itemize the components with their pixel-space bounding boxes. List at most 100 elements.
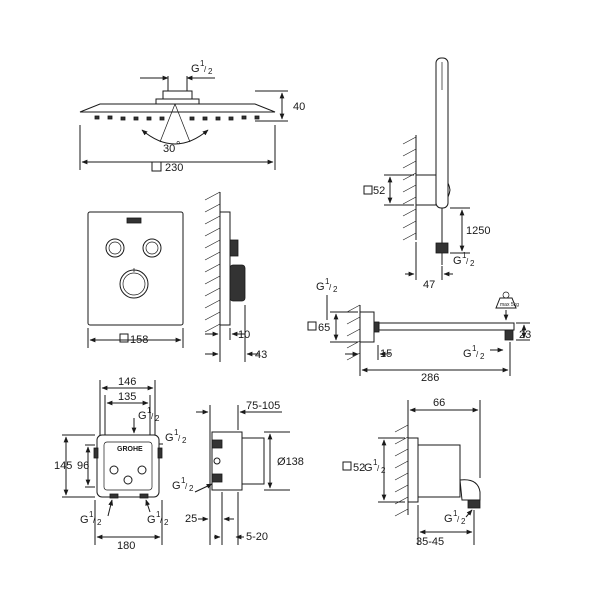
box-height-outer-label: 145 — [54, 460, 72, 472]
svg-text:2: 2 — [182, 436, 187, 445]
svg-text:G: G — [138, 410, 147, 422]
arm-end-connector — [504, 329, 514, 341]
svg-text:1: 1 — [325, 277, 330, 286]
square-dimension-icon — [119, 333, 129, 343]
temperature-knob — [119, 269, 149, 299]
svg-text:1: 1 — [174, 428, 179, 437]
svg-text:2: 2 — [470, 259, 475, 268]
thread-label-arm-top: G 1 / 2 — [316, 277, 338, 294]
rain-diameter-label: 230 — [165, 162, 183, 174]
total-depth-label: 43 — [255, 349, 267, 361]
svg-text:G: G — [172, 480, 181, 492]
svg-text:/: / — [178, 434, 181, 443]
side-button — [229, 239, 239, 257]
outlet-flange — [407, 437, 419, 503]
weight-load-label: max 5kg — [500, 302, 519, 308]
svg-text:2: 2 — [164, 518, 169, 527]
svg-text:1: 1 — [453, 509, 458, 518]
box-width-total-label: 180 — [117, 540, 135, 552]
tilt-arc: 30 ° — [141, 103, 209, 155]
depth-range-label: 75-105 — [246, 400, 280, 412]
box-width-outer-label: 146 — [118, 376, 136, 388]
svg-text:G: G — [147, 514, 156, 526]
box-brand-label: GROHE — [117, 446, 143, 453]
svg-text:2: 2 — [381, 466, 386, 475]
svg-text:/: / — [204, 65, 207, 74]
hose-connector — [435, 242, 449, 254]
svg-text:2: 2 — [461, 517, 466, 526]
face-depth-label: 10 — [238, 329, 250, 341]
panel-width-label: 158 — [130, 334, 148, 346]
svg-text:1: 1 — [462, 251, 467, 260]
rough-in-box — [96, 434, 160, 498]
arm-wall-depth-label: 15 — [380, 348, 392, 360]
svg-text:2: 2 — [97, 518, 102, 527]
svg-text:/: / — [476, 350, 479, 359]
svg-text:G: G — [453, 255, 462, 267]
svg-text:2: 2 — [155, 414, 160, 423]
svg-text:2: 2 — [208, 67, 213, 76]
wall-hatch — [346, 304, 361, 361]
svg-text:1: 1 — [147, 406, 152, 415]
thread-label-hose: G 1 / 2 — [453, 251, 475, 268]
arm-wall-flange — [359, 311, 375, 343]
arm-tube — [378, 322, 515, 331]
thread-label-arm-end: G 1 / 2 — [463, 344, 485, 361]
svg-text:/: / — [329, 283, 332, 292]
holder-offset-label: 47 — [423, 279, 435, 291]
svg-text:/: / — [377, 464, 380, 473]
svg-text:2: 2 — [333, 285, 338, 294]
outlet-body — [417, 444, 461, 498]
degree-symbol: ° — [176, 140, 180, 152]
weight-icon: max 5kg — [495, 291, 519, 309]
svg-text:/: / — [457, 515, 460, 524]
thread-label-box-bottom-right: G 1 / 2 — [147, 510, 169, 527]
svg-text:G: G — [316, 281, 325, 293]
square-dimension-icon — [307, 321, 317, 331]
thread-label-outlet-side: G 1 / 2 — [364, 458, 386, 475]
thread-label-box-top: G 1 / 2 — [138, 406, 160, 423]
wall-hatch — [204, 191, 221, 338]
svg-text:G: G — [165, 432, 174, 444]
rain-shower-view: G 1 / 2 40 3 — [79, 59, 305, 174]
outlet-square-label: 52 — [353, 462, 365, 474]
shower-ball-joint — [155, 98, 200, 105]
rough-in-side-view: 75-105 Ø138 G 1 / 2 25 5-20 — [172, 400, 304, 545]
svg-text:/: / — [151, 412, 154, 421]
rain-nozzles — [94, 115, 260, 121]
side-depth-label: 25 — [185, 513, 197, 525]
svg-text:1: 1 — [373, 458, 378, 467]
box-width-inner-label: 135 — [118, 391, 136, 403]
wall-outlet-view: 66 52 G 1 / 2 G 1 / 2 35-45 — [342, 397, 481, 548]
svg-text:/: / — [466, 257, 469, 266]
arm-drop-label: 23 — [519, 329, 531, 341]
svg-text:2: 2 — [189, 484, 194, 493]
svg-text:2: 2 — [480, 352, 485, 361]
thread-label-rain: G 1 / 2 — [191, 59, 213, 76]
holder-square-label: 52 — [373, 185, 385, 197]
shower-arm-view: 65 G 1 / 2 15 G 1 / 2 286 max 5kg — [307, 277, 531, 384]
svg-text:1: 1 — [156, 510, 161, 519]
outlet-range-label: 35-45 — [416, 536, 444, 548]
side-knob — [229, 264, 246, 302]
square-dimension-icon — [363, 185, 373, 195]
svg-text:1: 1 — [200, 59, 205, 68]
svg-text:G: G — [80, 514, 89, 526]
brand-logo-mark — [126, 217, 142, 224]
wall-hatch — [402, 135, 417, 241]
svg-text:1: 1 — [89, 510, 94, 519]
svg-text:1: 1 — [472, 344, 477, 353]
outlet-projection-label: 66 — [433, 397, 445, 409]
svg-text:/: / — [185, 482, 188, 491]
svg-text:G: G — [191, 63, 200, 75]
hand-shower-view: 1250 52 G 1 / 2 47 — [363, 57, 490, 291]
rough-in-front-view: 146 135 G 1 / 2 G 1 / 2 GROHE 145 — [54, 376, 187, 552]
thread-label-box-right: G 1 / 2 — [165, 428, 187, 445]
svg-text:G: G — [463, 348, 472, 360]
holder-bracket — [415, 174, 437, 206]
thermostat-front-view: 158 — [87, 211, 184, 348]
hose-length-label: 1250 — [466, 225, 490, 237]
thread-label-outlet-bottom: G 1 / 2 — [444, 509, 466, 526]
flange-square-label: 65 — [318, 322, 330, 334]
